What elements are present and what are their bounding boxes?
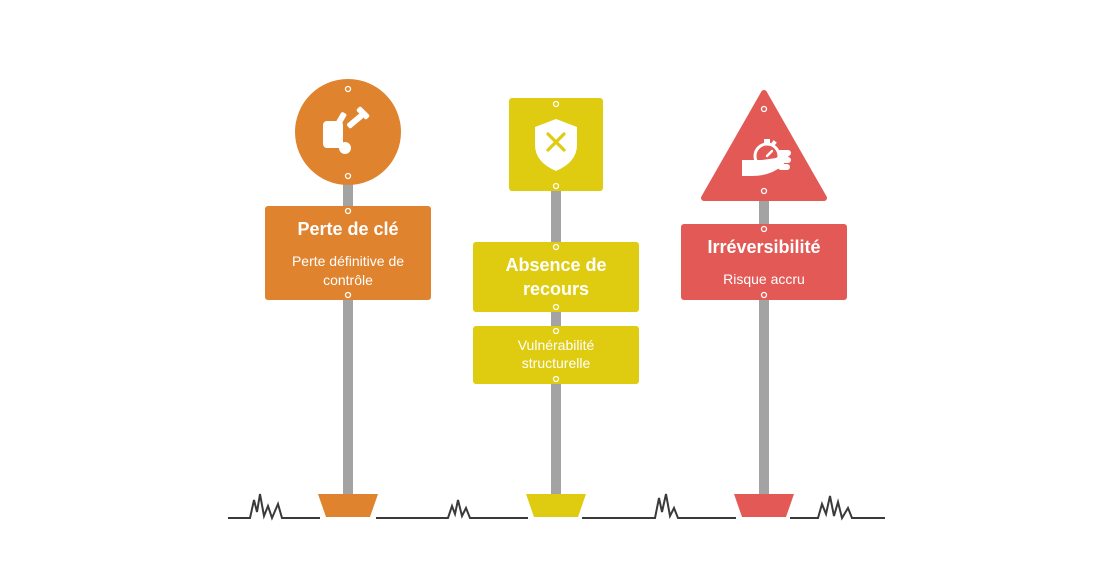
description-board [473, 326, 639, 384]
pole-base [734, 494, 794, 517]
rivet [344, 172, 352, 180]
rivet [552, 327, 560, 335]
rivet [760, 291, 768, 299]
sign-title: Absence de recours [505, 255, 607, 299]
rivet [552, 303, 560, 311]
rivet [760, 105, 768, 113]
pole-base [318, 494, 378, 517]
pole-base [526, 494, 586, 517]
sign-irreversibilite [681, 90, 847, 517]
sign-description: Risque accru [723, 271, 805, 287]
circle-sign [295, 79, 401, 185]
rivet [760, 187, 768, 195]
rivet [760, 225, 768, 233]
rivet [552, 243, 560, 251]
info-board [681, 224, 847, 300]
sign-title: Perte de clé [297, 219, 399, 239]
rivet [552, 100, 560, 108]
sign-title: Irréversibilité [707, 237, 821, 257]
sign-description: Vulnérabilité structurelle [517, 337, 595, 371]
rivet [344, 207, 352, 215]
sign-description: Perte définitive de contrôle [291, 253, 405, 288]
sign-perte-de-cle [265, 79, 431, 517]
sign-absence-de-recours [473, 98, 639, 517]
rivet [552, 182, 560, 190]
title-board [473, 242, 639, 312]
hand-stopwatch-icon [742, 139, 791, 176]
info-board [265, 206, 431, 300]
broken-key-icon [323, 106, 370, 154]
pole [759, 190, 769, 496]
pole [343, 180, 353, 496]
rivet [552, 375, 560, 383]
ground-line [228, 493, 885, 521]
rivet [344, 85, 352, 93]
rivet [344, 291, 352, 299]
shield-x-icon [535, 119, 577, 171]
